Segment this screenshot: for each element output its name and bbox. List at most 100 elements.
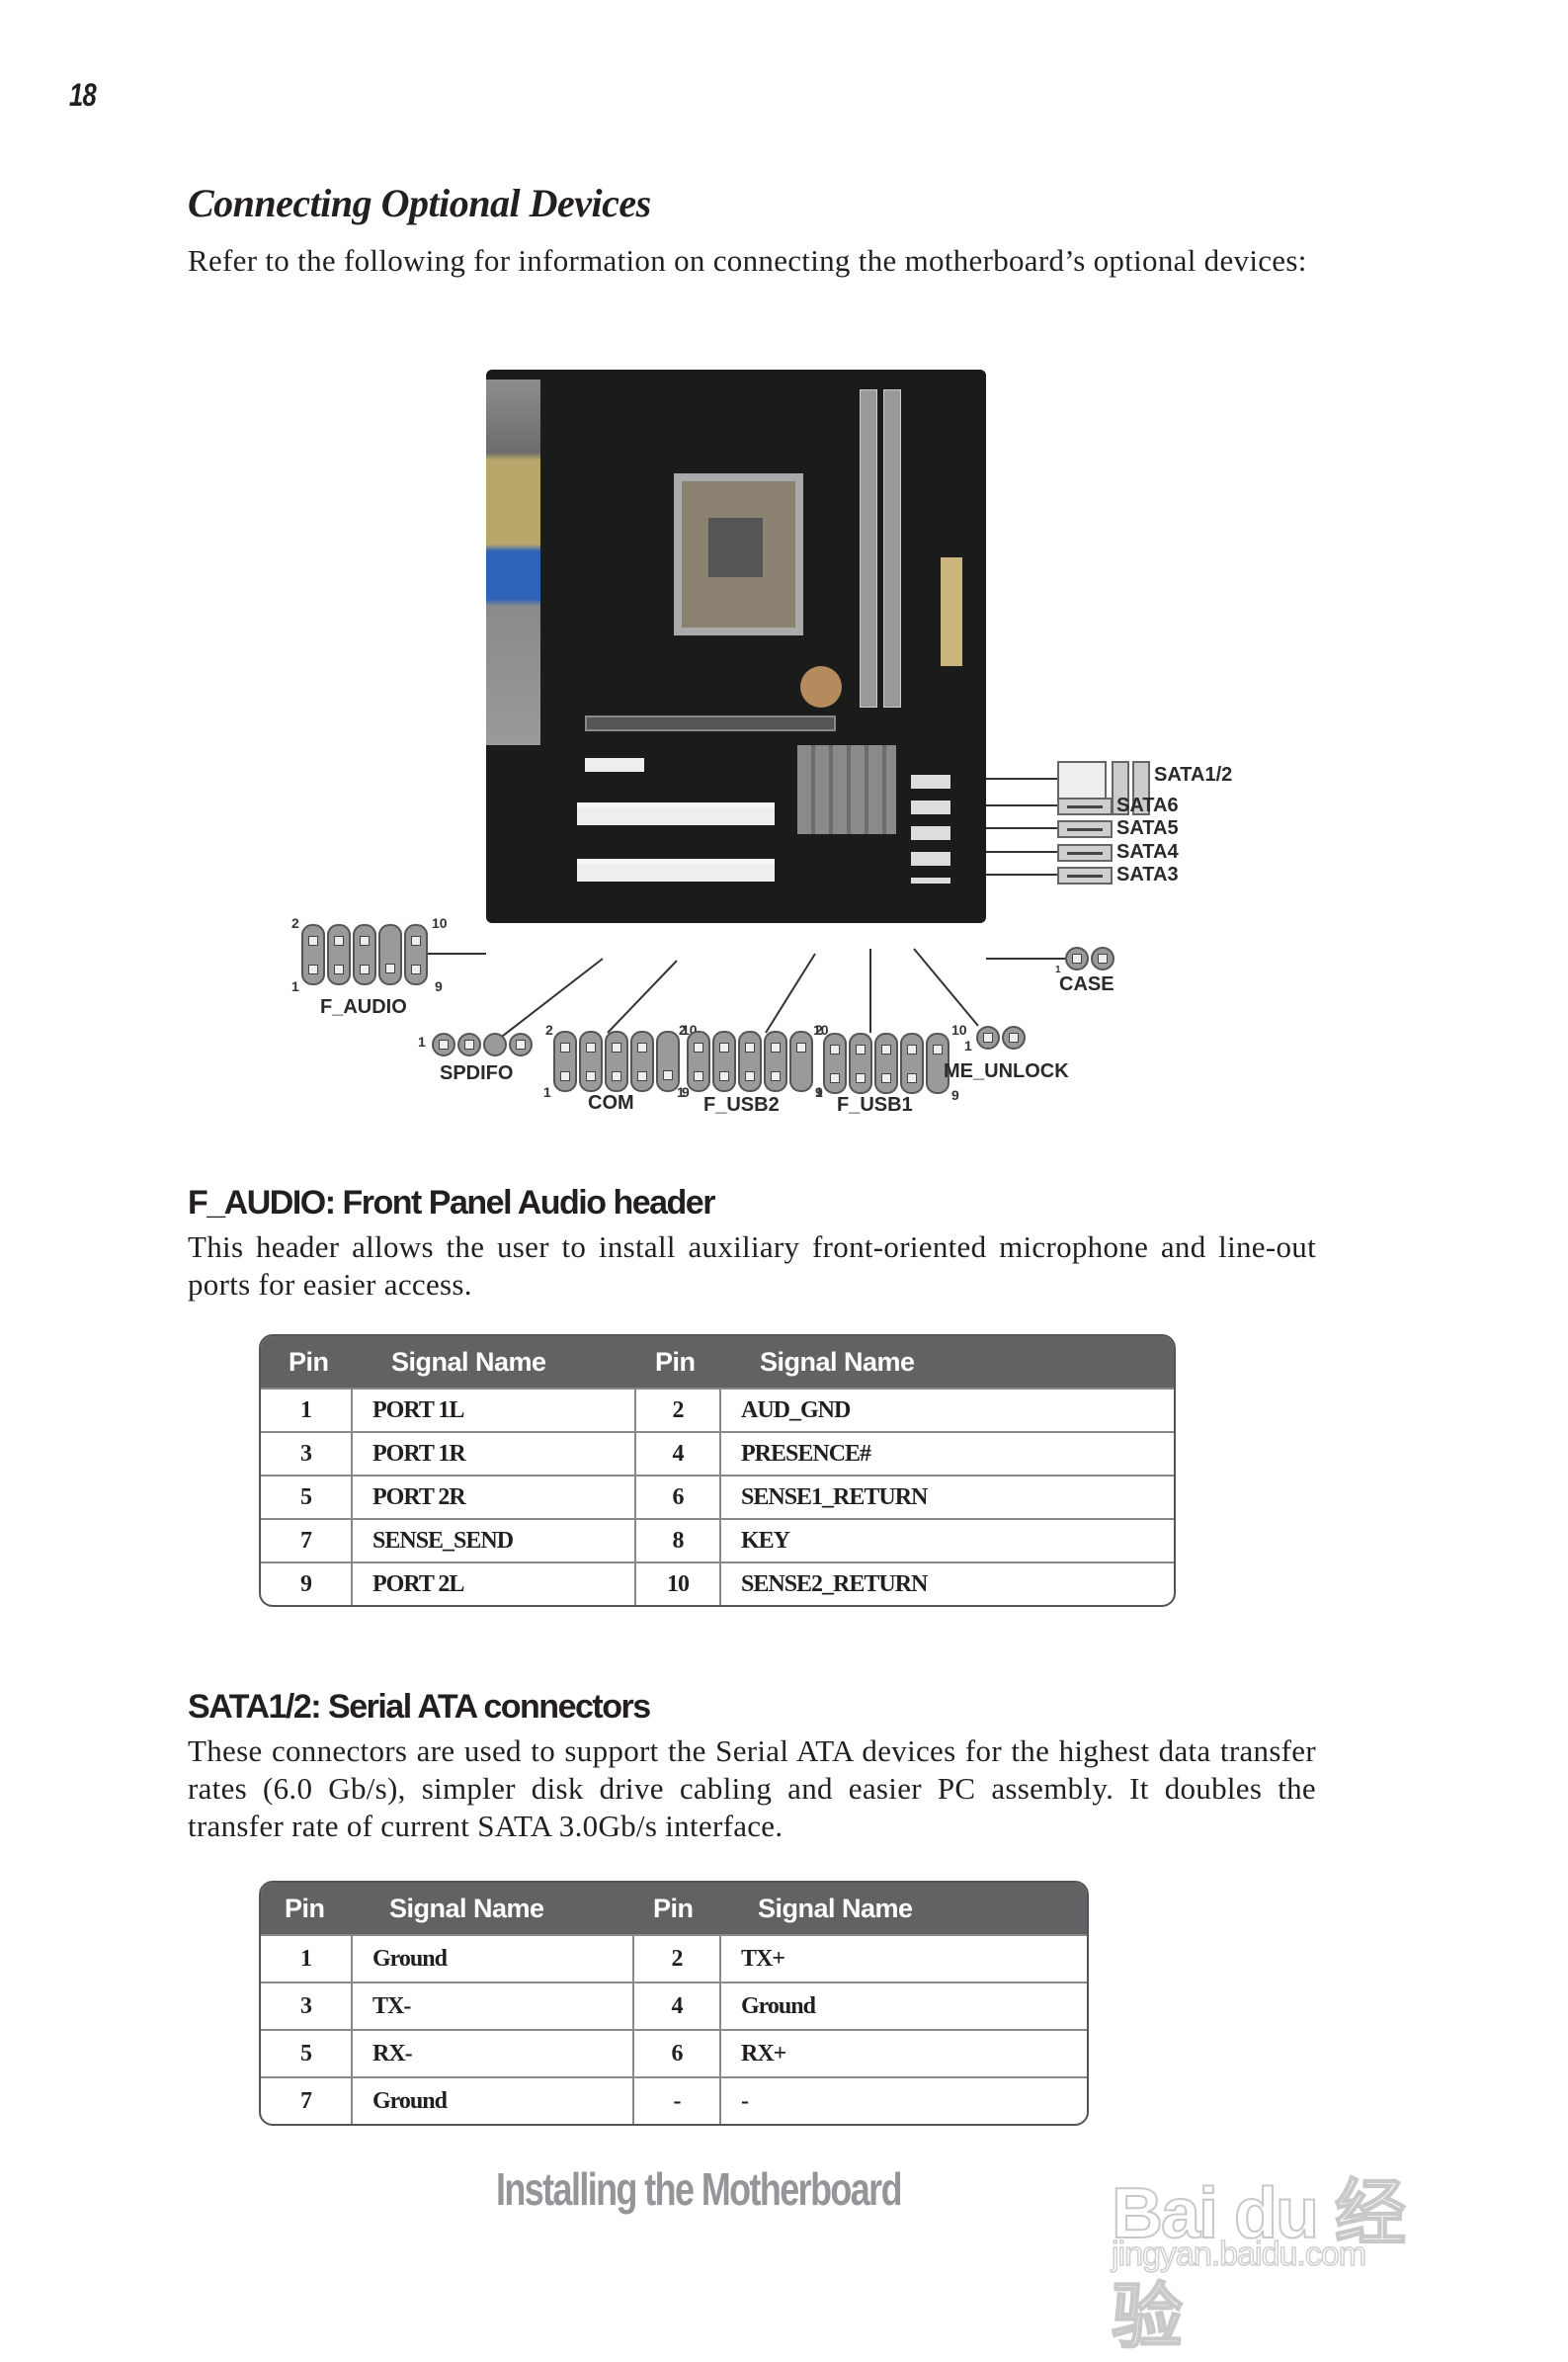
pci-slot-1 bbox=[577, 802, 775, 825]
watermark-url: jingyan.baidu.com bbox=[1111, 2235, 1367, 2274]
spdifo-label: SPDIFO bbox=[440, 1062, 514, 1084]
signal-cell: AUD_GND bbox=[719, 1388, 1174, 1432]
pin-cell: 10 bbox=[634, 1561, 720, 1605]
f-usb2-pin-10: 10 bbox=[813, 1022, 829, 1038]
column-header: Pin bbox=[261, 1883, 352, 1935]
leader-com bbox=[607, 960, 678, 1034]
f-usb2-label: F_USB2 bbox=[703, 1094, 780, 1116]
com-label: COM bbox=[588, 1092, 634, 1114]
f-usb1-pin-2: 2 bbox=[815, 1022, 823, 1038]
f-usb1-pin-10: 10 bbox=[951, 1022, 967, 1038]
signal-cell: Ground bbox=[351, 1934, 633, 1982]
f-audio-label: F_AUDIO bbox=[320, 996, 407, 1018]
me-unlock-header bbox=[976, 1026, 1026, 1050]
cmos-battery bbox=[800, 666, 842, 708]
f-usb1-pin-9: 9 bbox=[951, 1087, 959, 1103]
signal-cell: RX- bbox=[351, 2029, 633, 2077]
f-audio-pin-1: 1 bbox=[291, 978, 299, 994]
f-usb2-header bbox=[687, 1031, 813, 1092]
pin-cell: 1 bbox=[261, 1934, 352, 1982]
f-audio-pin-9: 9 bbox=[435, 978, 443, 994]
f-audio-heading: F_AUDIO: Front Panel Audio header bbox=[188, 1184, 715, 1222]
me-unlock-pin-1: 1 bbox=[964, 1038, 972, 1054]
signal-cell: PORT 2L bbox=[351, 1561, 635, 1605]
com-pin-9: 9 bbox=[682, 1084, 690, 1100]
sata3-port bbox=[1057, 867, 1113, 885]
pcie-x16-slot bbox=[585, 716, 836, 731]
sata5-label: SATA5 bbox=[1116, 817, 1179, 839]
table-row: 1 Ground 2 TX+ bbox=[261, 1934, 1087, 1982]
spdifo-header bbox=[432, 1033, 533, 1056]
sata12-label: SATA1/2 bbox=[1154, 764, 1233, 786]
f-audio-description: This header allows the user to install a… bbox=[188, 1229, 1316, 1302]
pin-cell: 5 bbox=[261, 1475, 352, 1519]
column-header: Pin bbox=[635, 1336, 720, 1389]
signal-cell: Ground bbox=[719, 1982, 1087, 2030]
page-number: 18 bbox=[69, 77, 97, 113]
signal-cell: PRESENCE# bbox=[719, 1431, 1174, 1476]
page-title: Connecting Optional Devices bbox=[188, 181, 651, 225]
f-usb1-header bbox=[823, 1033, 949, 1094]
leader-spdifo bbox=[493, 958, 604, 1044]
pcie-x1-slot bbox=[585, 758, 644, 772]
table-row: 3 PORT 1R 4 PRESENCE# bbox=[261, 1431, 1174, 1476]
signal-cell: SENSE_SEND bbox=[351, 1518, 635, 1562]
pin-cell: 7 bbox=[261, 2076, 352, 2124]
signal-cell: - bbox=[719, 2076, 1087, 2124]
sata-pin-table: Pin Signal Name Pin Signal Name 1 Ground… bbox=[259, 1881, 1089, 2126]
signal-cell: PORT 2R bbox=[351, 1475, 635, 1519]
baidu-logo: Bai du 经验 bbox=[1111, 2173, 1407, 2358]
column-header: Signal Name bbox=[720, 1883, 1087, 1935]
pin-cell: 6 bbox=[632, 2029, 720, 2077]
signal-cell: Ground bbox=[351, 2076, 633, 2124]
pci-slot-2 bbox=[577, 859, 775, 882]
signal-cell: TX- bbox=[351, 1982, 633, 2030]
f-usb2-pin-9: 9 bbox=[815, 1084, 823, 1100]
signal-cell: KEY bbox=[719, 1518, 1174, 1562]
me-unlock-label: ME_UNLOCK bbox=[944, 1060, 1069, 1082]
spdifo-pin-1: 1 bbox=[418, 1034, 426, 1050]
table-row: 7 SENSE_SEND 8 KEY bbox=[261, 1518, 1174, 1562]
column-header: Pin bbox=[633, 1883, 720, 1935]
motherboard-diagram: 2 10 1 9 F_AUDIO 1 SPDIFO 2 10 1 9 COM 2… bbox=[277, 366, 1232, 1127]
motherboard-photo bbox=[486, 370, 986, 923]
leader-me-unlock bbox=[913, 948, 979, 1027]
table-row: 1 PORT 1L 2 AUD_GND bbox=[261, 1388, 1174, 1432]
signal-cell: SENSE2_RETURN bbox=[719, 1561, 1174, 1605]
com-pin-2: 2 bbox=[545, 1022, 553, 1038]
com-header bbox=[553, 1031, 680, 1092]
sata-heading: SATA1/2: Serial ATA connectors bbox=[188, 1688, 651, 1726]
io-ports bbox=[486, 380, 540, 745]
f-audio-header bbox=[301, 924, 428, 985]
pin-cell: 2 bbox=[634, 1388, 720, 1432]
pin-cell: - bbox=[632, 2076, 720, 2124]
pin-cell: 4 bbox=[632, 1982, 720, 2030]
signal-cell: RX+ bbox=[719, 2029, 1087, 2077]
f-usb2-pin-2: 2 bbox=[679, 1022, 687, 1038]
pin-cell: 6 bbox=[634, 1475, 720, 1519]
pin-cell: 7 bbox=[261, 1518, 352, 1562]
table-row: 5 RX- 6 RX+ bbox=[261, 2029, 1087, 2077]
footer-chapter-title: Installing the Motherboard bbox=[496, 2163, 902, 2215]
f-usb1-pin-1: 1 bbox=[815, 1084, 823, 1100]
cpu-socket-center bbox=[708, 518, 763, 577]
leader-f-usb2 bbox=[765, 953, 816, 1034]
pin-cell: 3 bbox=[261, 1431, 352, 1476]
sata4-port bbox=[1057, 844, 1113, 862]
table-row: 3 TX- 4 Ground bbox=[261, 1982, 1087, 2030]
f-usb1-label: F_USB1 bbox=[837, 1094, 913, 1116]
com-pin-1: 1 bbox=[543, 1084, 551, 1100]
sata3-label: SATA3 bbox=[1116, 864, 1179, 886]
signal-cell: PORT 1R bbox=[351, 1431, 635, 1476]
dimm-slot-1 bbox=[860, 389, 877, 708]
sata5-port bbox=[1057, 820, 1113, 838]
intro-paragraph: Refer to the following for information o… bbox=[188, 243, 1307, 278]
pin-cell: 9 bbox=[261, 1561, 352, 1605]
table-row: 7 Ground - - bbox=[261, 2076, 1087, 2124]
atx-power-connector bbox=[941, 557, 962, 666]
pin-cell: 3 bbox=[261, 1982, 352, 2030]
signal-cell: SENSE1_RETURN bbox=[719, 1475, 1174, 1519]
board-sata-ports bbox=[911, 775, 950, 884]
pin-cell: 8 bbox=[634, 1518, 720, 1562]
table-header-row: Pin Signal Name Pin Signal Name bbox=[261, 1883, 1087, 1935]
